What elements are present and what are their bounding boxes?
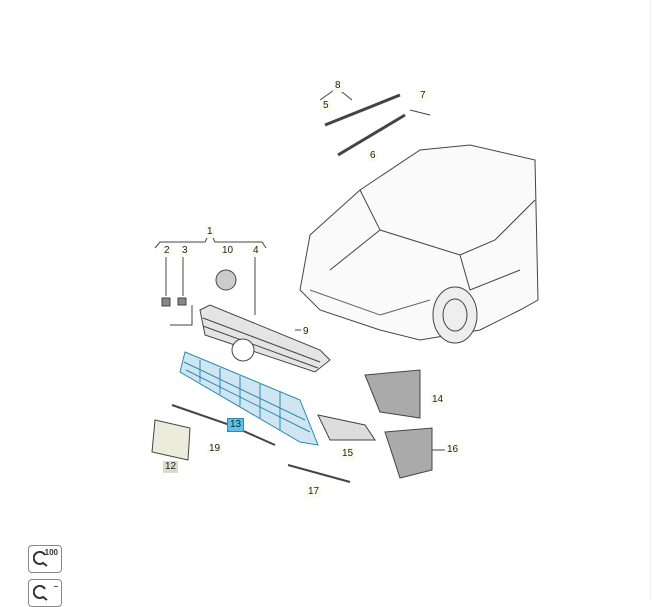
zoom-out-button[interactable]: − bbox=[28, 579, 62, 607]
zoom-100-label: 100 bbox=[44, 548, 58, 557]
zoom-out-icon bbox=[33, 585, 48, 601]
part-label-16[interactable]: 16 bbox=[445, 444, 461, 456]
part-label-6[interactable]: 6 bbox=[368, 150, 378, 162]
part-label-10[interactable]: 10 bbox=[220, 245, 236, 257]
part-label-9[interactable]: 9 bbox=[301, 326, 311, 338]
zoom-100-button[interactable]: 100 bbox=[28, 545, 62, 573]
upper-grille bbox=[199, 304, 331, 373]
part-label-14[interactable]: 14 bbox=[430, 394, 446, 406]
panel-border bbox=[650, 0, 651, 600]
part-label-17[interactable]: 17 bbox=[306, 486, 322, 498]
part-label-1[interactable]: 1 bbox=[205, 226, 215, 238]
part-label-15[interactable]: 15 bbox=[340, 448, 356, 460]
zoom-icon bbox=[33, 551, 48, 567]
part-label-5[interactable]: 5 bbox=[321, 100, 331, 112]
part-label-3[interactable]: 3 bbox=[180, 245, 190, 257]
part-label-19[interactable]: 19 bbox=[207, 443, 223, 455]
part-label-4[interactable]: 4 bbox=[251, 245, 261, 257]
zoom-out-label: − bbox=[53, 582, 58, 591]
part-label-8[interactable]: 8 bbox=[333, 80, 343, 92]
lower-grille bbox=[179, 351, 319, 446]
part-label-12[interactable]: 12 bbox=[163, 461, 179, 473]
part-label-7[interactable]: 7 bbox=[418, 90, 428, 102]
part-label-2[interactable]: 2 bbox=[162, 245, 172, 257]
part-label-13[interactable]: 13 bbox=[227, 418, 245, 432]
